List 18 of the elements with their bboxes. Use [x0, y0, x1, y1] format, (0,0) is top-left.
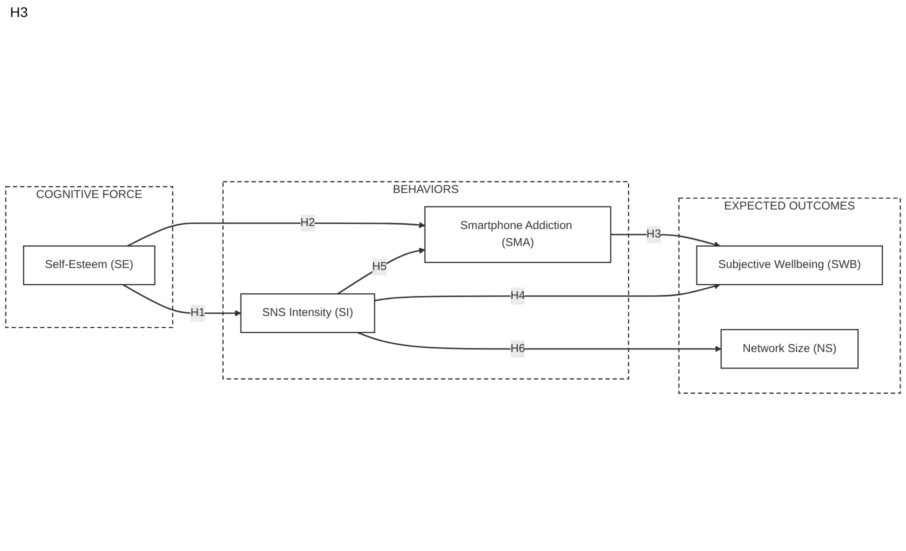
edge-label: H6 [510, 342, 526, 355]
node-box: Self-Esteem (SE) [23, 246, 156, 286]
node-box: Smartphone Addiction (SMA) [424, 206, 612, 264]
node-box: Network Size (NS) [720, 329, 859, 369]
arrow [122, 284, 242, 316]
edge-label: H4 [510, 290, 526, 302]
arrow [337, 248, 426, 295]
hypothesis-label: H3 [10, 4, 28, 20]
arrow [374, 283, 720, 302]
node-box: Subjective Wellbeing (SWB) [696, 246, 883, 286]
edge-label: H2 [300, 216, 316, 229]
arrow [610, 234, 720, 248]
edge-label: H5 [372, 260, 387, 273]
arrow [357, 332, 722, 352]
edge-label: H1 [190, 306, 206, 319]
node-box: SNS Intensity (SI) [240, 293, 376, 334]
arrow [127, 222, 426, 247]
edge-label: H3 [646, 228, 662, 240]
